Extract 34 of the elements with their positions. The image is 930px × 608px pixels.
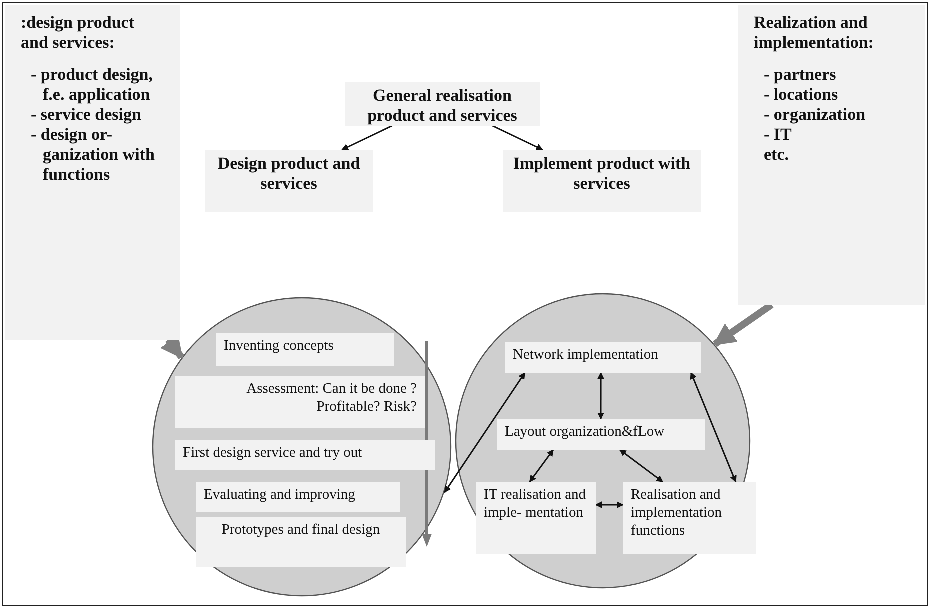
note-background (738, 5, 925, 305)
process-box: Layout organization&fLow (497, 419, 705, 450)
list-item: - design or- ganization with functions (30, 125, 156, 185)
heading-text: Realization and implementation: (754, 13, 875, 53)
arrow (595, 502, 624, 509)
process-box: First design service and try out (175, 440, 435, 470)
process-box: Network implementation (505, 342, 701, 373)
heading-text: :design product and services: (21, 13, 136, 53)
list-item: etc. (763, 145, 790, 165)
arrow (690, 372, 737, 483)
heading-box: General realisation product and services (345, 82, 540, 126)
process-box: Inventing concepts (216, 333, 394, 366)
list-item: - IT (763, 125, 793, 145)
list-item: - partners (763, 65, 838, 85)
process-box: Realisation and implementation functions (623, 482, 756, 554)
process-box: Prototypes and final design (196, 517, 406, 567)
process-box: IT realisation and imple- mentation (476, 482, 596, 554)
arrow (529, 449, 554, 483)
note-background (5, 5, 180, 340)
thick-arrow (713, 302, 774, 348)
process-box: Assessment: Can it be done ? Profitable? Risk? (175, 376, 425, 428)
list-item: - locations (763, 85, 840, 105)
arrow (598, 372, 605, 420)
list-item: - product design, f.e. application (30, 65, 154, 105)
arrow (492, 125, 544, 151)
process-box: Evaluating and improving (196, 482, 400, 512)
list-item: - service design (30, 105, 142, 125)
list-item: - organization (763, 105, 867, 125)
process-circle (152, 297, 452, 597)
arrow (444, 372, 526, 494)
heading-box: Design product and services (205, 150, 373, 212)
arrow (620, 449, 664, 483)
arrow (342, 125, 393, 151)
heading-box: Implement product with services (503, 150, 701, 212)
